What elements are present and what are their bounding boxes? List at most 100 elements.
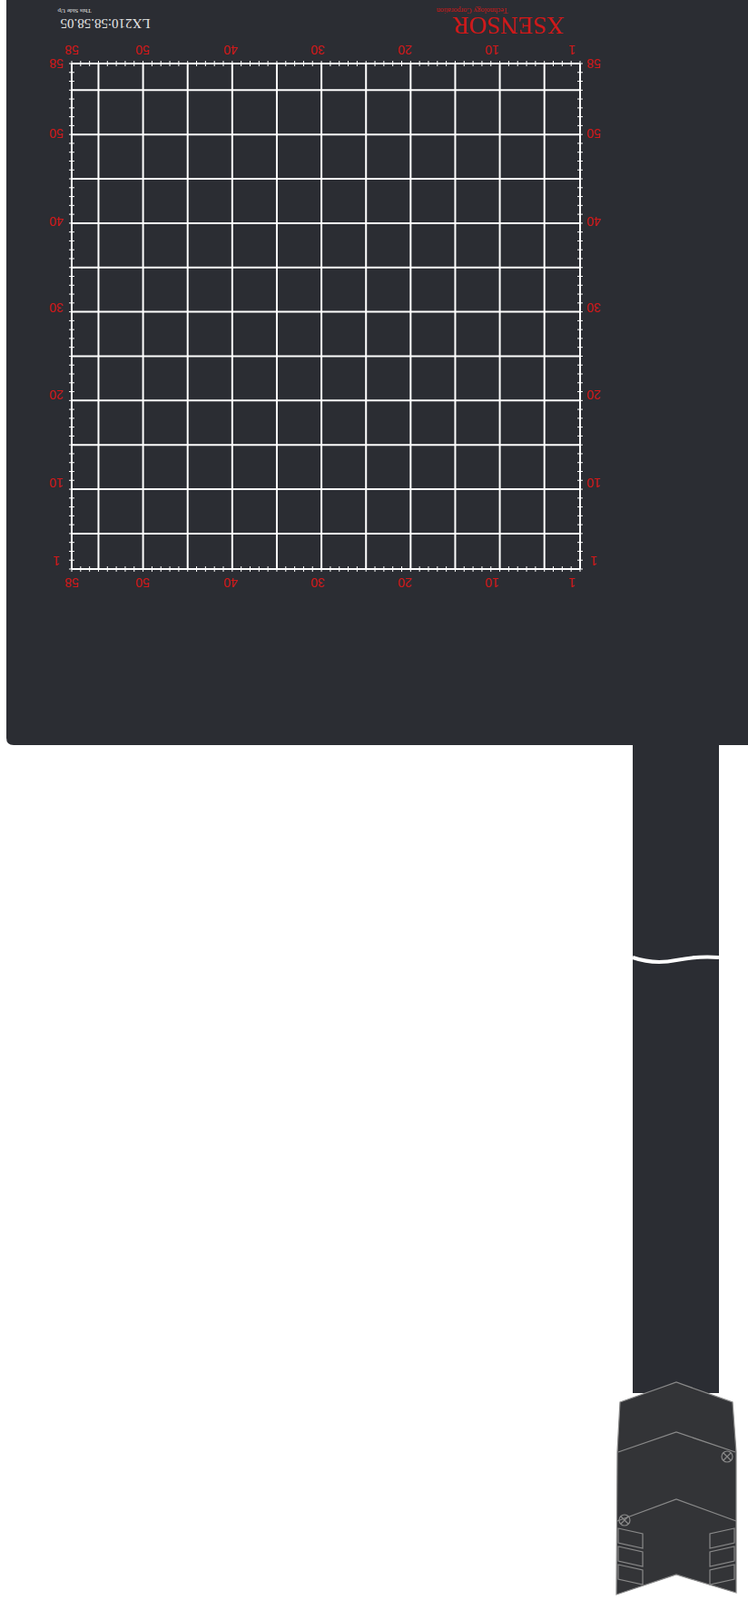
grid-line xyxy=(577,231,583,233)
grid-line xyxy=(71,354,581,357)
column-number: 58 xyxy=(64,576,79,590)
grid-line xyxy=(517,566,519,572)
grid-line xyxy=(577,125,583,127)
grid-line xyxy=(249,566,251,572)
grid-line xyxy=(71,532,581,535)
grid-line xyxy=(177,60,179,67)
grid-line xyxy=(142,60,144,67)
grid-line xyxy=(68,178,75,180)
grid-line xyxy=(577,169,583,171)
grid-line xyxy=(577,142,583,144)
grid-line xyxy=(68,506,75,508)
grid-line xyxy=(338,566,340,572)
grid-line xyxy=(97,63,99,570)
grid-line xyxy=(160,566,162,572)
grid-line xyxy=(68,125,75,127)
grid-line xyxy=(223,566,225,572)
grid-line xyxy=(577,275,583,277)
grid-line xyxy=(275,566,277,572)
grid-line xyxy=(427,566,429,572)
grid-line xyxy=(107,566,109,572)
grid-line xyxy=(294,60,296,67)
grid-line xyxy=(107,60,109,67)
grid-line xyxy=(249,60,251,67)
grid-line xyxy=(68,320,75,322)
grid-line xyxy=(526,566,528,572)
grid-line xyxy=(577,480,583,482)
grid-line xyxy=(68,560,75,561)
grid-line xyxy=(223,60,225,67)
grid-line xyxy=(577,532,583,534)
grid-line xyxy=(79,60,81,67)
grid-line xyxy=(68,231,75,233)
grid-line xyxy=(356,566,358,572)
grid-line xyxy=(68,444,75,446)
grid-line xyxy=(79,566,81,572)
grid-line xyxy=(116,566,118,572)
grid-line xyxy=(577,240,583,242)
sensor-pad xyxy=(6,0,748,746)
grid-line xyxy=(68,489,75,491)
grid-line xyxy=(68,569,75,571)
grid-line xyxy=(160,60,162,67)
grid-line xyxy=(68,524,75,526)
grid-line xyxy=(534,60,536,67)
grid-line xyxy=(392,566,394,572)
grid-line xyxy=(561,60,563,67)
grid-line xyxy=(570,60,572,67)
grid-line xyxy=(365,60,367,67)
grid-line xyxy=(436,566,438,572)
grid-line xyxy=(577,497,583,499)
row-number: 40 xyxy=(49,215,64,228)
grid-line xyxy=(526,60,528,67)
grid-line xyxy=(499,63,502,570)
column-number: 40 xyxy=(223,576,238,590)
grid-line xyxy=(116,60,118,67)
grid-line xyxy=(231,63,234,570)
grid-line xyxy=(577,489,583,491)
grid-line xyxy=(71,133,581,136)
grid-line xyxy=(577,107,583,109)
grid-line xyxy=(68,294,75,296)
grid-line xyxy=(453,63,456,570)
grid-line xyxy=(454,60,456,67)
grid-line xyxy=(68,391,75,393)
grid-line xyxy=(577,541,583,543)
grid-line xyxy=(68,311,75,313)
grid-line xyxy=(68,400,75,402)
grid-line xyxy=(258,566,260,572)
grid-line xyxy=(577,560,583,561)
grid-line xyxy=(472,566,474,572)
grid-line xyxy=(490,566,492,572)
grid-line xyxy=(577,285,583,286)
grid-line xyxy=(68,452,75,454)
grid-line xyxy=(410,60,412,67)
grid-line xyxy=(577,205,583,207)
grid-line xyxy=(552,60,554,67)
grid-line xyxy=(187,63,189,570)
grid-line xyxy=(580,60,581,67)
column-number: 50 xyxy=(135,43,150,57)
grid-line xyxy=(543,566,545,572)
column-number: 30 xyxy=(310,576,325,590)
grid-line xyxy=(205,566,207,572)
row-number: 50 xyxy=(49,127,64,140)
grid-line xyxy=(577,98,583,100)
grid-line xyxy=(321,566,323,572)
grid-line xyxy=(312,566,314,572)
row-number: 58 xyxy=(586,57,601,70)
grid-line xyxy=(577,435,583,437)
grid-line xyxy=(275,60,277,67)
grid-line xyxy=(151,566,153,572)
grid-line xyxy=(577,196,583,197)
grid-line xyxy=(68,249,75,251)
model-number: LX210:58.58.05 xyxy=(59,16,150,30)
column-number: 10 xyxy=(484,576,500,590)
grid-line xyxy=(577,515,583,517)
grid-line xyxy=(240,566,242,572)
grid-line xyxy=(472,60,474,67)
grid-line xyxy=(68,462,75,463)
grid-line xyxy=(577,249,583,251)
grid-line xyxy=(68,187,75,188)
